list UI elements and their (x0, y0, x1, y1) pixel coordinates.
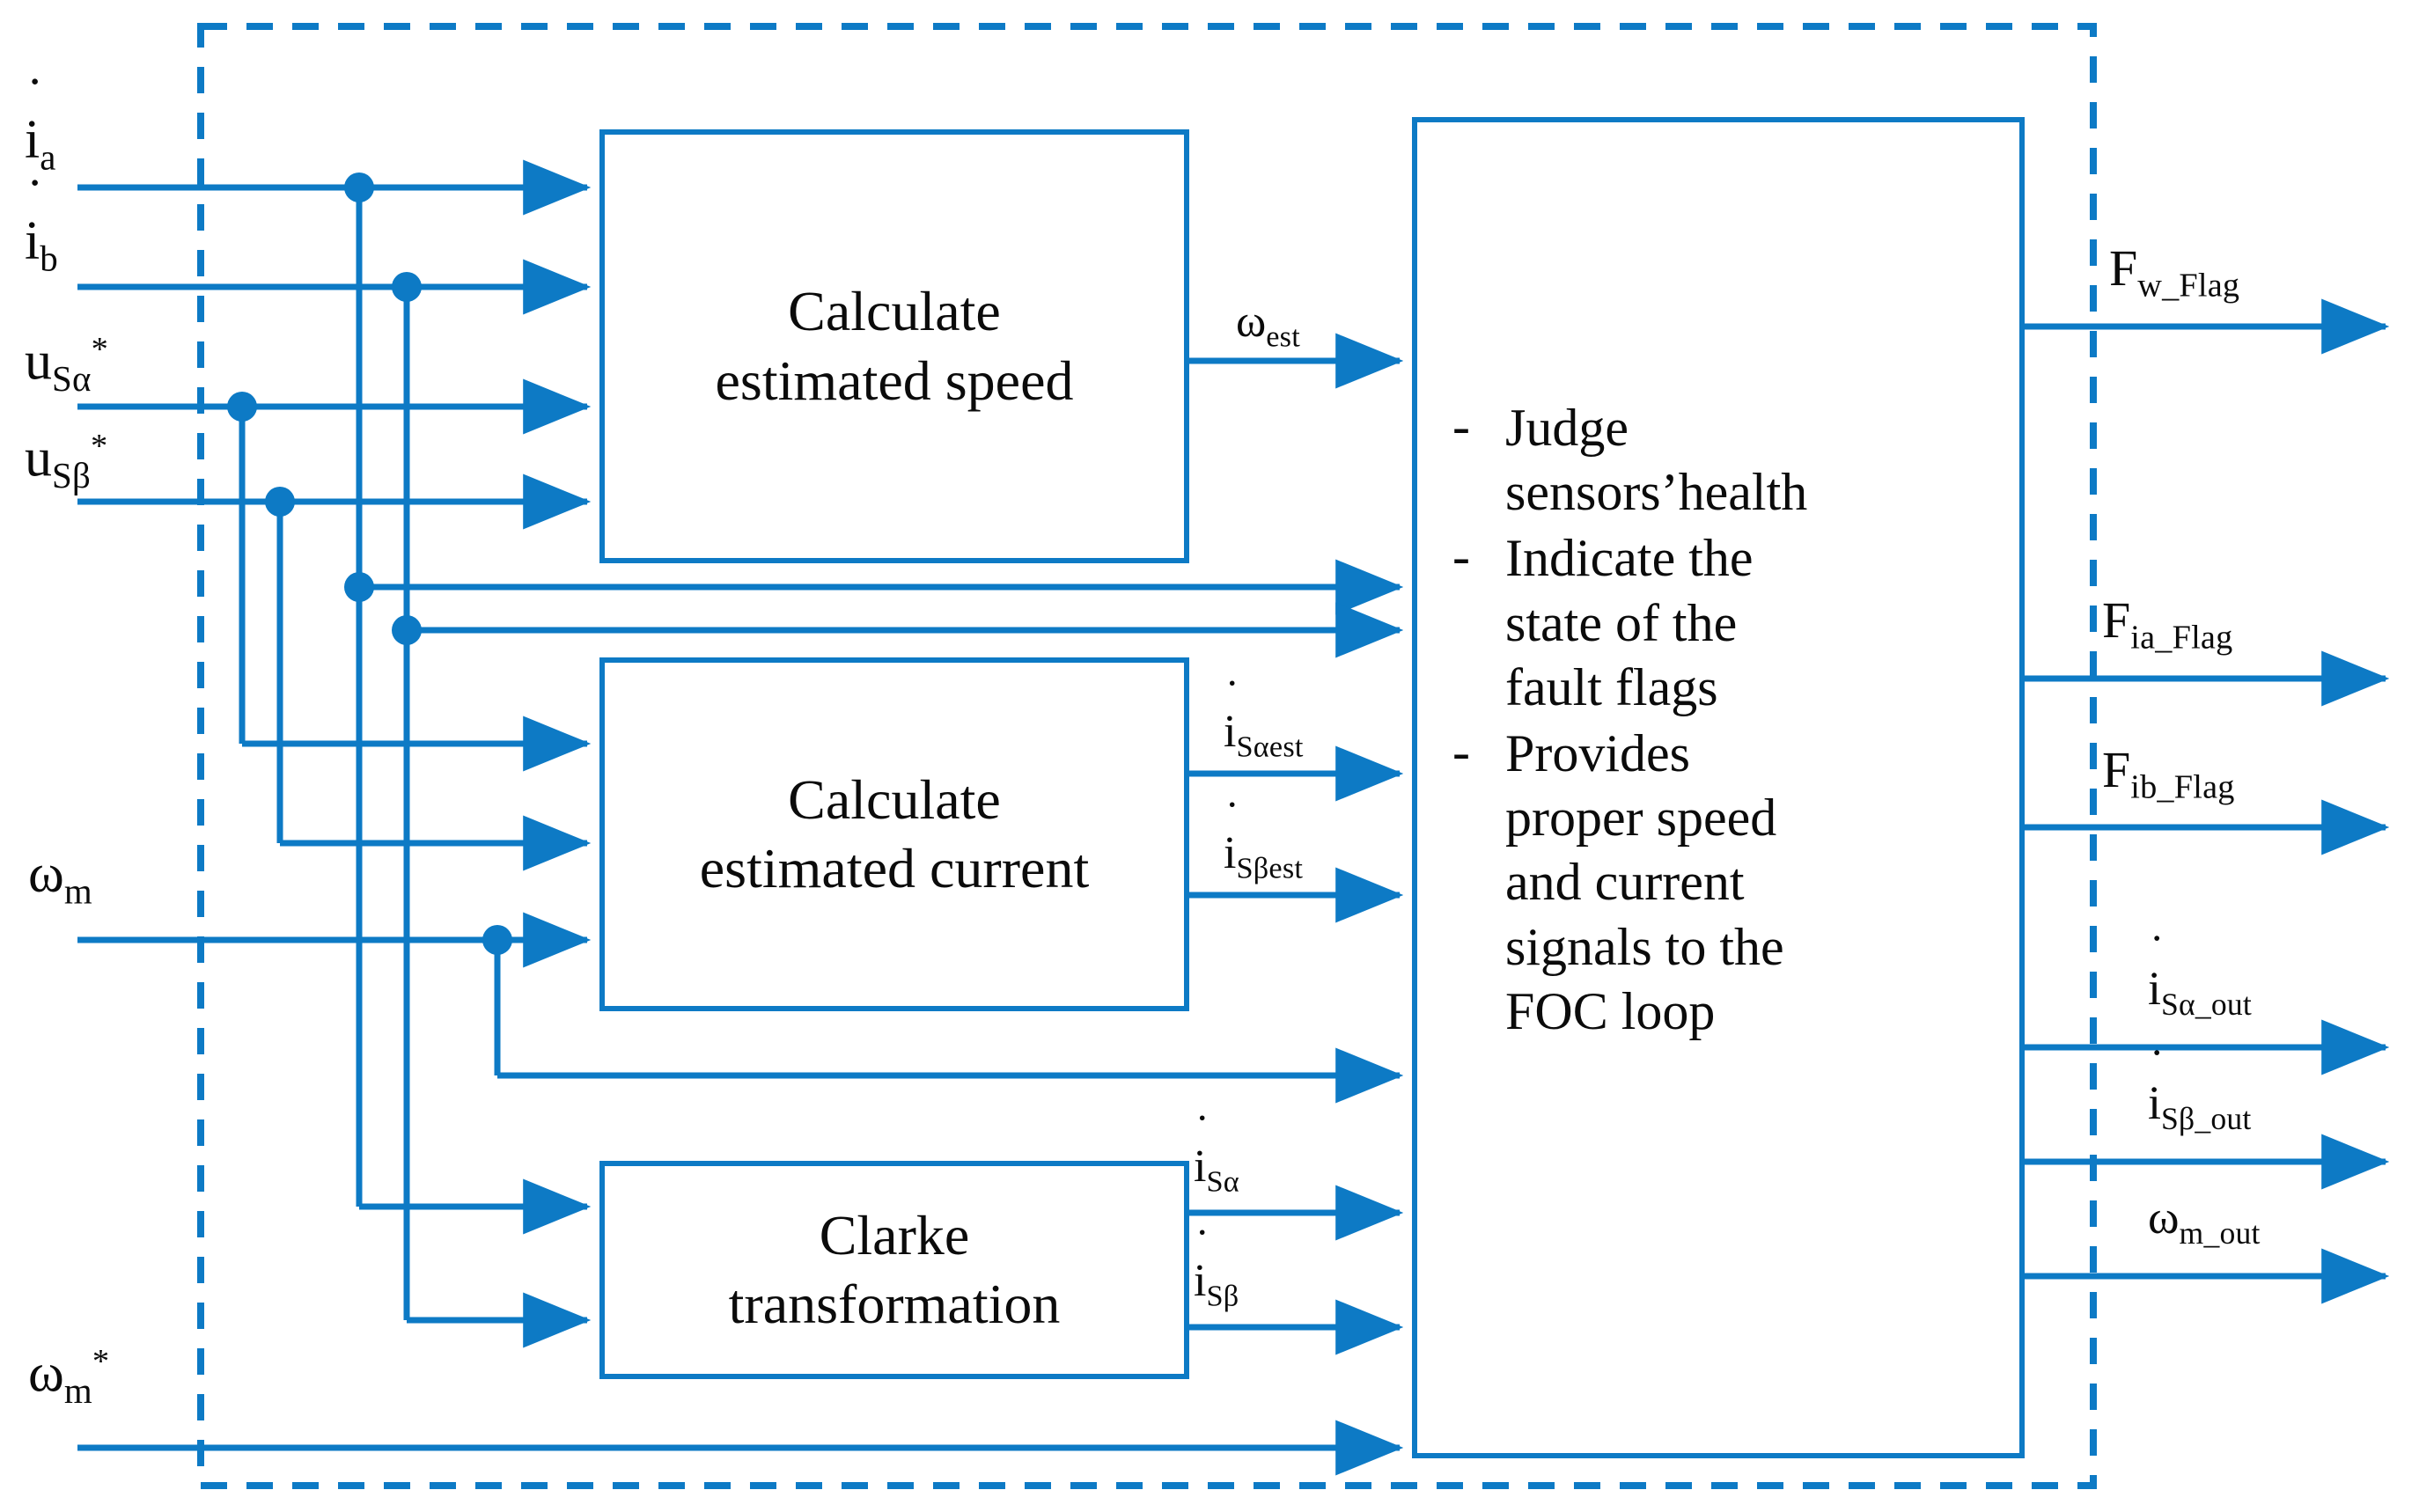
signal-label-omega-est: ωest (1236, 297, 1300, 354)
junction-dot (482, 925, 512, 955)
signal-label-isalpha-est: iSαest (1224, 709, 1304, 762)
junction-dot (265, 487, 295, 517)
junction-dot (392, 272, 422, 302)
junction-dots (227, 172, 512, 955)
bullet-item: -Indicate the state of the fault flags (1452, 527, 1754, 716)
output-label-isbeta-out: iSβ_out (2148, 1079, 2252, 1134)
block-clarke-transformation (599, 1161, 1189, 1379)
system-boundary (197, 23, 2097, 1489)
output-label-fib-flag: Fib_Flag (2102, 741, 2235, 806)
junction-dot (227, 392, 257, 422)
bullet-item: -Provides proper speed and current signa… (1452, 722, 1784, 1040)
input-label-usbeta: uSβ* (25, 428, 108, 496)
input-label-ib: ib (25, 214, 58, 277)
bullet-item: -Judge sensors’health (1452, 397, 1808, 522)
input-label-usalpha: uSα* (25, 331, 108, 400)
input-label-omega-m-ref: ωm* (28, 1343, 110, 1412)
output-label-isalpha-out: iSα_out (2148, 965, 2252, 1020)
signal-label-isalpha: iSα (1194, 1144, 1239, 1197)
output-label-fw-flag: Fw_Flag (2109, 239, 2240, 305)
block-calculate-estimated-speed (599, 129, 1189, 563)
output-label-omega-m-out: ωm_out (2148, 1191, 2261, 1251)
decision-block-bullets: -Judge sensors’health -Indicate the stat… (1452, 396, 1998, 1046)
block-calculate-estimated-current (599, 657, 1189, 1011)
junction-dot (344, 172, 374, 202)
input-label-omega-m: ωm (28, 844, 92, 912)
input-label-ia: ia (25, 113, 56, 176)
signal-label-isbeta: iSβ (1194, 1259, 1239, 1311)
junction-dot (344, 572, 374, 602)
output-label-fia-flag: Fia_Flag (2102, 591, 2233, 657)
junction-dot (392, 615, 422, 645)
block-fault-decision (1412, 117, 2025, 1458)
signal-label-isbeta-est: iSβest (1224, 831, 1303, 884)
